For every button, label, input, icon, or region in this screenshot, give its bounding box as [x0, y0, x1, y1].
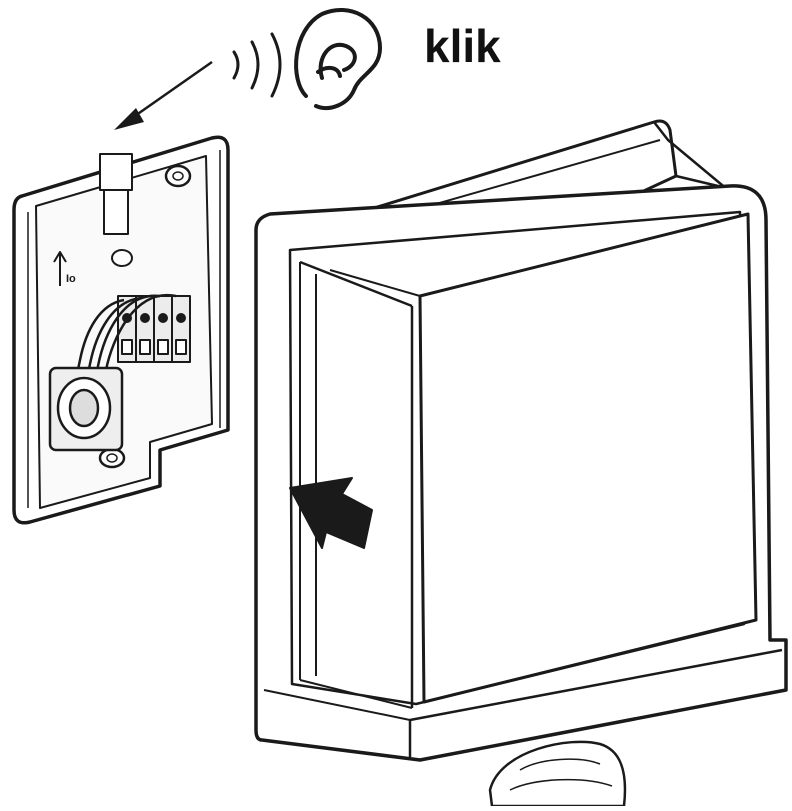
terminal-block [117, 295, 191, 363]
arrow-up-left-icon [114, 60, 213, 130]
mounting-plate [12, 135, 230, 525]
plate-arrow-icon [53, 251, 67, 286]
housing-front-face [418, 212, 758, 704]
screw-hole-middle [111, 249, 133, 267]
plate-top-latch [99, 153, 133, 191]
sound-waves-icon [232, 32, 282, 98]
klik-label: klik [424, 20, 501, 72]
ear-icon [294, 8, 383, 110]
plate-mark: Io [66, 273, 76, 285]
sensor-lens [488, 740, 627, 808]
push-arrow-icon [289, 477, 373, 549]
cable-grommet [48, 366, 124, 452]
sensor-housing [254, 119, 788, 808]
